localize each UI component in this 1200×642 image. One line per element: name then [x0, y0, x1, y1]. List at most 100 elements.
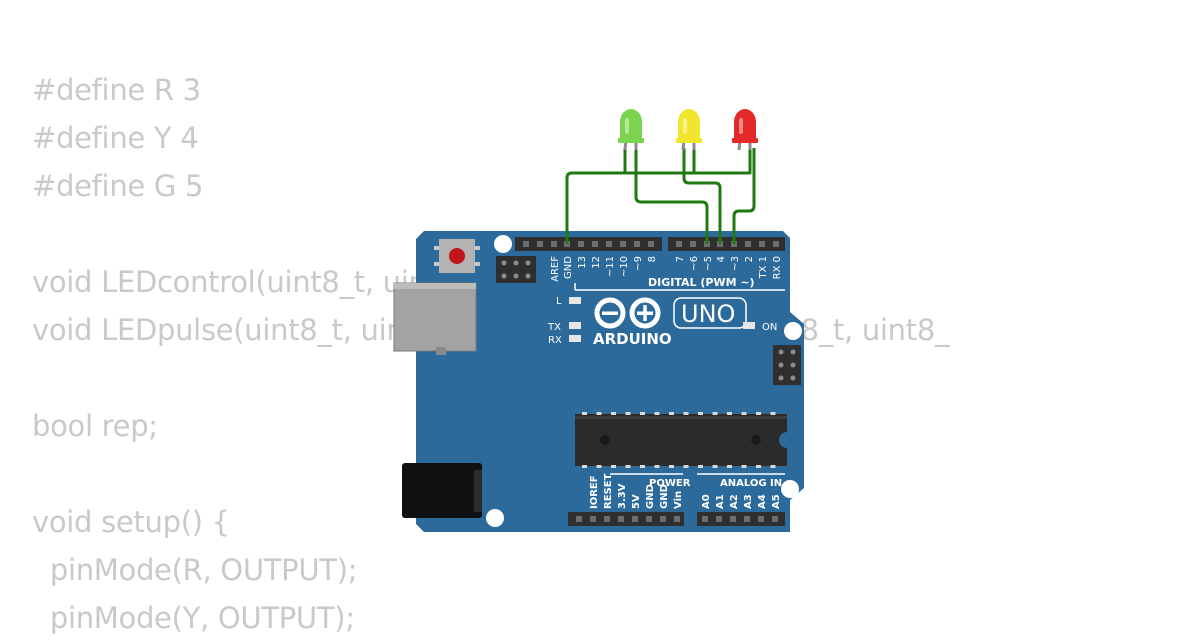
header-pin-hole: [604, 516, 610, 522]
yellow-led: [676, 109, 702, 151]
chip-pin: [596, 412, 602, 415]
chip-pin: [698, 465, 703, 468]
header-pin-hole: [660, 516, 666, 522]
code-line: pinMode(Y, OUTPUT);: [32, 601, 355, 635]
digital-header-left: [515, 237, 662, 251]
code-line: #define R 3: [32, 73, 201, 107]
chip-pin: [582, 465, 587, 468]
digital-pin-label: 2: [744, 256, 755, 262]
chip-pin: [741, 412, 747, 415]
header-pin-hole: [676, 241, 682, 247]
rx-led-label: RX: [548, 335, 562, 346]
l-led: [569, 297, 581, 304]
digital-pin-label: ~3: [730, 256, 741, 271]
power-pin-label: 3.3V: [617, 483, 628, 509]
header-pin-hole: [674, 516, 680, 522]
icsp-header-right: [773, 345, 801, 385]
mounting-hole: [781, 480, 799, 498]
chip-pin: [683, 465, 689, 468]
chip-pin: [582, 412, 587, 415]
chip-pin: [640, 465, 645, 468]
header-pin-hole: [592, 241, 598, 247]
header-pin-hole: [745, 241, 751, 247]
digital-pin-label: 8: [647, 256, 658, 262]
chip-pin: [654, 465, 660, 468]
rx-led: [569, 335, 581, 342]
uno-model-label: UNO: [681, 300, 735, 328]
chip-pin: [741, 465, 747, 468]
chip-pin: [611, 412, 616, 415]
chip-pin: [669, 465, 674, 468]
analog-in-section-label: ANALOG IN: [720, 478, 782, 489]
header-pin-hole: [758, 516, 764, 522]
header-pin-hole: [730, 516, 736, 522]
analog-pin-label: A3: [743, 494, 754, 509]
digital-pin-label: ~5: [703, 256, 714, 271]
chip-pin: [625, 412, 631, 415]
analog-pin-label: A2: [729, 494, 740, 509]
digital-pin-label: ~11: [605, 256, 616, 277]
analog-pin-label: A0: [701, 494, 712, 509]
analog-header: [697, 512, 785, 526]
chip-pin: [712, 412, 718, 415]
power-section-label: POWER: [649, 478, 691, 489]
power-pin-label: GND: [659, 484, 670, 509]
digital-pin-label: 7: [675, 256, 686, 262]
chip-pin: [756, 465, 761, 468]
header-pin-hole: [523, 241, 529, 247]
header-pin-hole: [578, 241, 584, 247]
chip-pin: [727, 465, 732, 468]
l-led-label: L: [556, 296, 562, 307]
analog-pin-label: A4: [757, 494, 768, 509]
wire-pin5: [634, 148, 709, 244]
analog-pin-label: A1: [715, 494, 726, 509]
digital-pin-label: 13: [577, 256, 588, 269]
digital-pin-label: AREF: [550, 256, 561, 282]
digital-pwm-label: DIGITAL (PWM ~): [648, 276, 755, 289]
header-pin-hole: [759, 241, 765, 247]
chip-pin: [770, 412, 776, 415]
header-pin-hole: [690, 241, 696, 247]
wire-gnd: [565, 148, 752, 244]
header-pin-hole: [537, 241, 543, 247]
chip-pin: [596, 465, 602, 468]
wires: [565, 148, 756, 244]
red-led: [732, 109, 758, 151]
chip-pin: [654, 412, 660, 415]
code-line: pinMode(R, OUTPUT);: [32, 553, 358, 587]
usb-connector: [393, 282, 477, 352]
power-pin-label: Vin: [673, 491, 684, 509]
header-pin-hole: [620, 241, 626, 247]
header-pin-hole: [772, 516, 778, 522]
mounting-hole: [494, 235, 512, 253]
chip-pin: [712, 465, 718, 468]
tx-led-label: TX: [547, 322, 561, 333]
arduino-brand-label: ARDUINO: [593, 330, 672, 348]
reset-button[interactable]: [449, 248, 465, 264]
header-pin-hole: [576, 516, 582, 522]
chip-pin: [770, 465, 776, 468]
chip-pin: [698, 412, 703, 415]
header-pin-hole: [551, 241, 557, 247]
wire-pin4: [682, 148, 722, 244]
chip-pin: [669, 412, 674, 415]
chip-pin: [625, 465, 631, 468]
digital-pin-label: GND: [563, 256, 574, 279]
header-pin-hole: [590, 516, 596, 522]
on-led-label: ON: [762, 322, 777, 333]
uno-badge: [673, 297, 747, 329]
code-line: bool rep;: [32, 409, 158, 443]
power-pin-label: GND: [645, 484, 656, 509]
header-pin-hole: [744, 516, 750, 522]
header-pin-hole: [773, 241, 779, 247]
digital-pin-label: ~10: [619, 256, 630, 277]
chip-pin: [640, 412, 645, 415]
code-line: void setup() {: [32, 505, 230, 539]
header-pin-hole: [618, 516, 624, 522]
header-pin-hole: [648, 241, 654, 247]
digital-pin-label: ~6: [689, 256, 700, 271]
digital-pin-label: ~9: [633, 256, 644, 271]
digital-pin-label: 12: [591, 256, 602, 269]
